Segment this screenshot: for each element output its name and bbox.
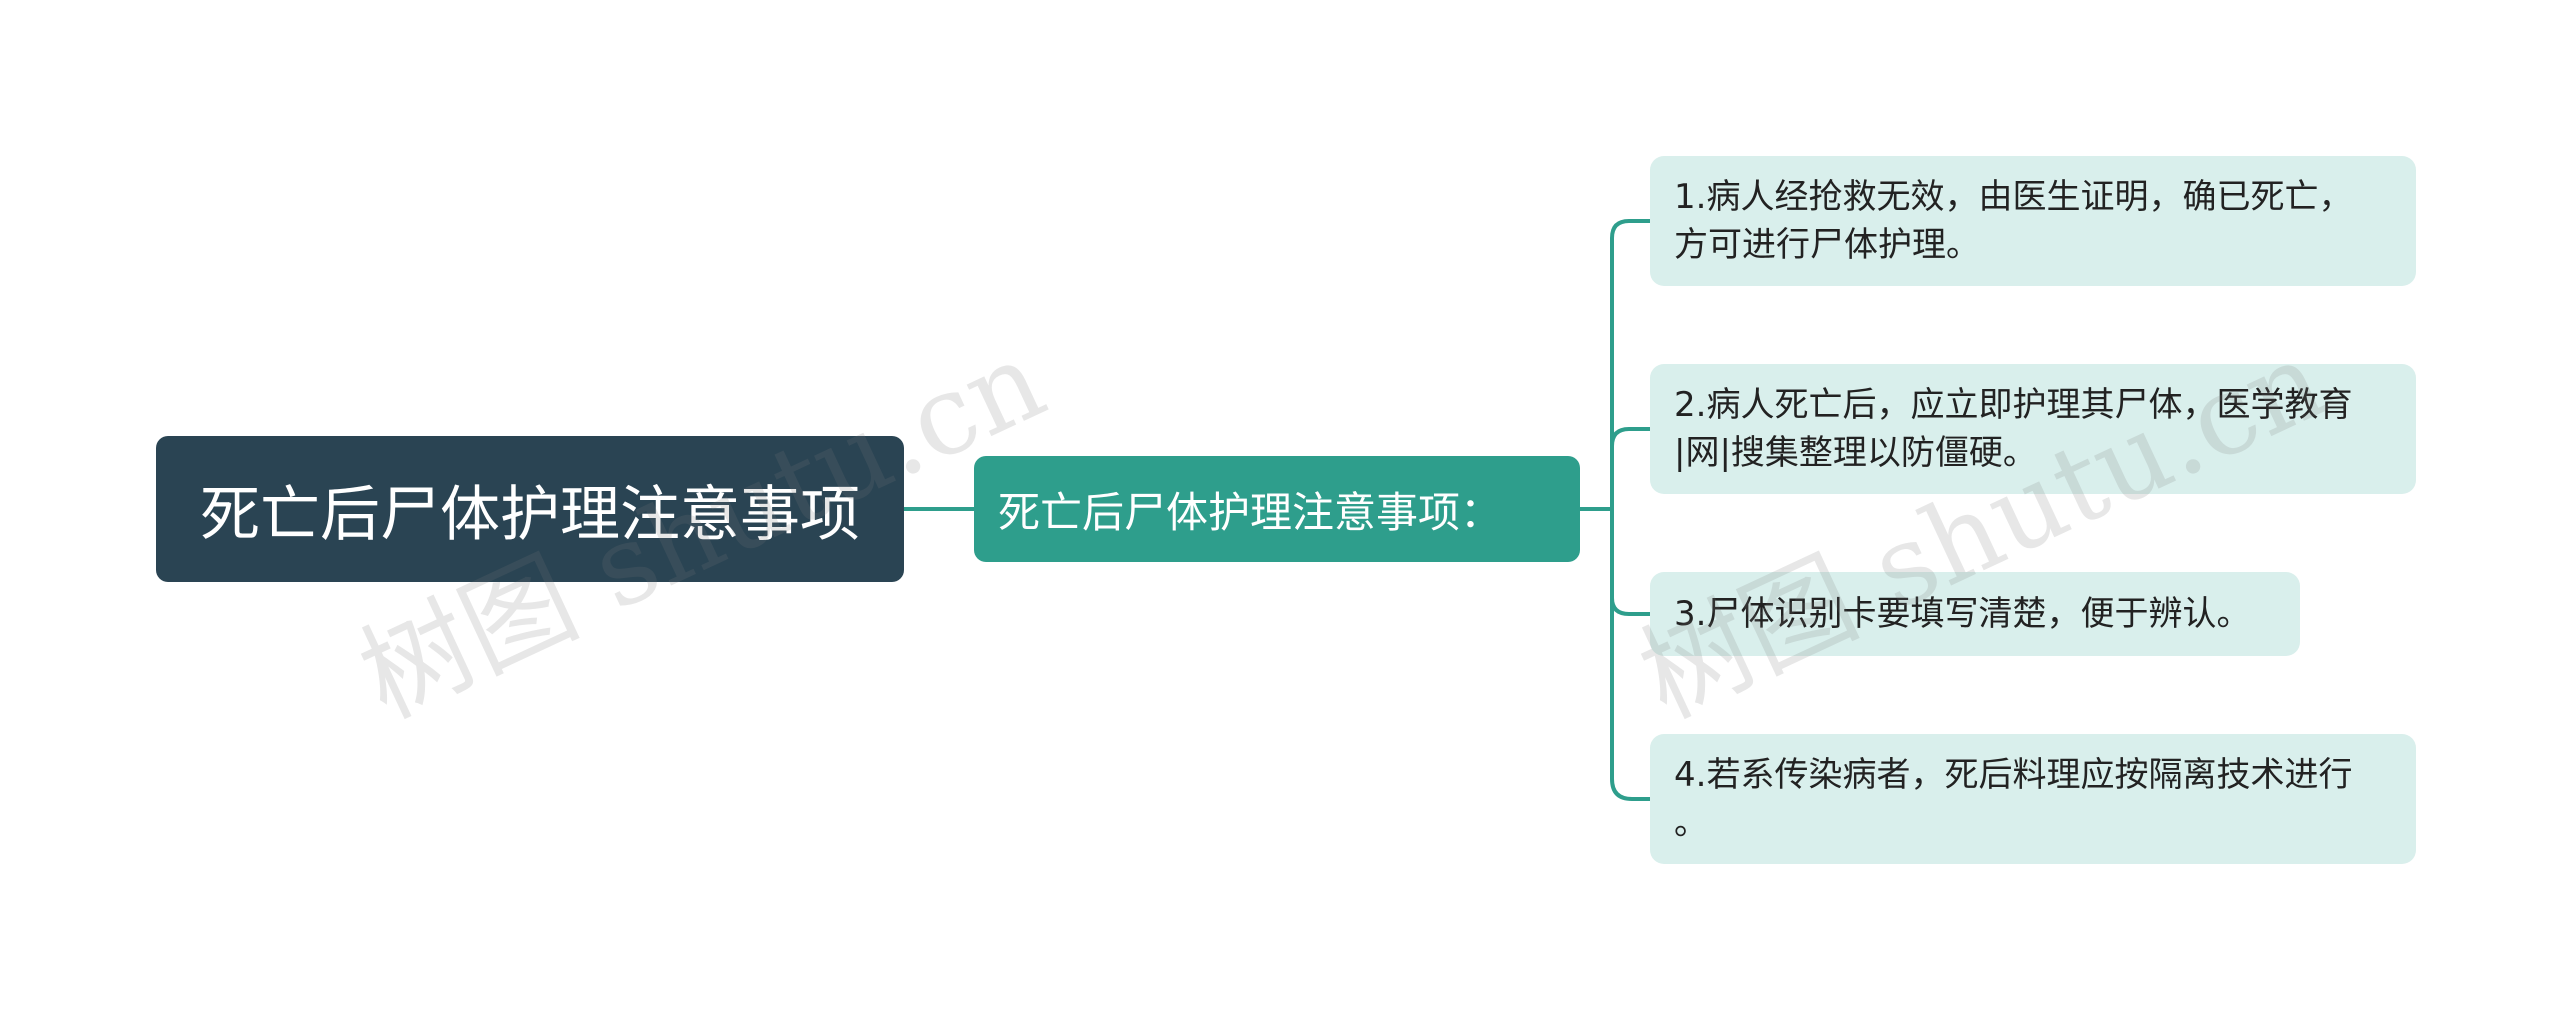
leaf-1-line-1: 1.病人经抢救无效，由医生证明，确已死亡，	[1674, 177, 2353, 217]
connector-leaf-4	[1610, 778, 1650, 801]
branch-topic-label: 死亡后尸体护理注意事项：	[998, 487, 1503, 537]
root-topic-label: 死亡后尸体护理注意事项	[200, 479, 860, 550]
leaf-2-line-1: 2.病人死亡后，应立即护理其尸体，医学教育	[1674, 385, 2353, 425]
connector-leaf-2	[1610, 427, 1650, 447]
branch-topic[interactable]: 死亡后尸体护理注意事项：	[974, 456, 1580, 562]
leaf-1-line-2: 方可进行尸体护理。	[1674, 225, 1980, 265]
leaf-topic-4[interactable]: 4.若系传染病者，死后料理应按隔离技术进行 。	[1650, 734, 2416, 864]
leaf-4-line-1: 4.若系传染病者，死后料理应按隔离技术进行	[1674, 755, 2353, 795]
leaf-topic-1[interactable]: 1.病人经抢救无效，由医生证明，确已死亡， 方可进行尸体护理。	[1650, 156, 2416, 286]
connector-leaf-3	[1610, 597, 1650, 616]
root-topic[interactable]: 死亡后尸体护理注意事项	[156, 436, 904, 582]
leaf-3-line-1: 3.尸体识别卡要填写清楚，便于辨认。	[1674, 594, 2251, 634]
leaf-topic-3[interactable]: 3.尸体识别卡要填写清楚，便于辨认。	[1650, 572, 2300, 656]
leaf-2-line-2: |网|搜集整理以防僵硬。	[1674, 433, 2037, 473]
leaf-topic-2[interactable]: 2.病人死亡后，应立即护理其尸体，医学教育 |网|搜集整理以防僵硬。	[1650, 364, 2416, 494]
leaf-4-line-2: 。	[1674, 803, 1708, 843]
connector-leaf-1	[1610, 219, 1650, 239]
